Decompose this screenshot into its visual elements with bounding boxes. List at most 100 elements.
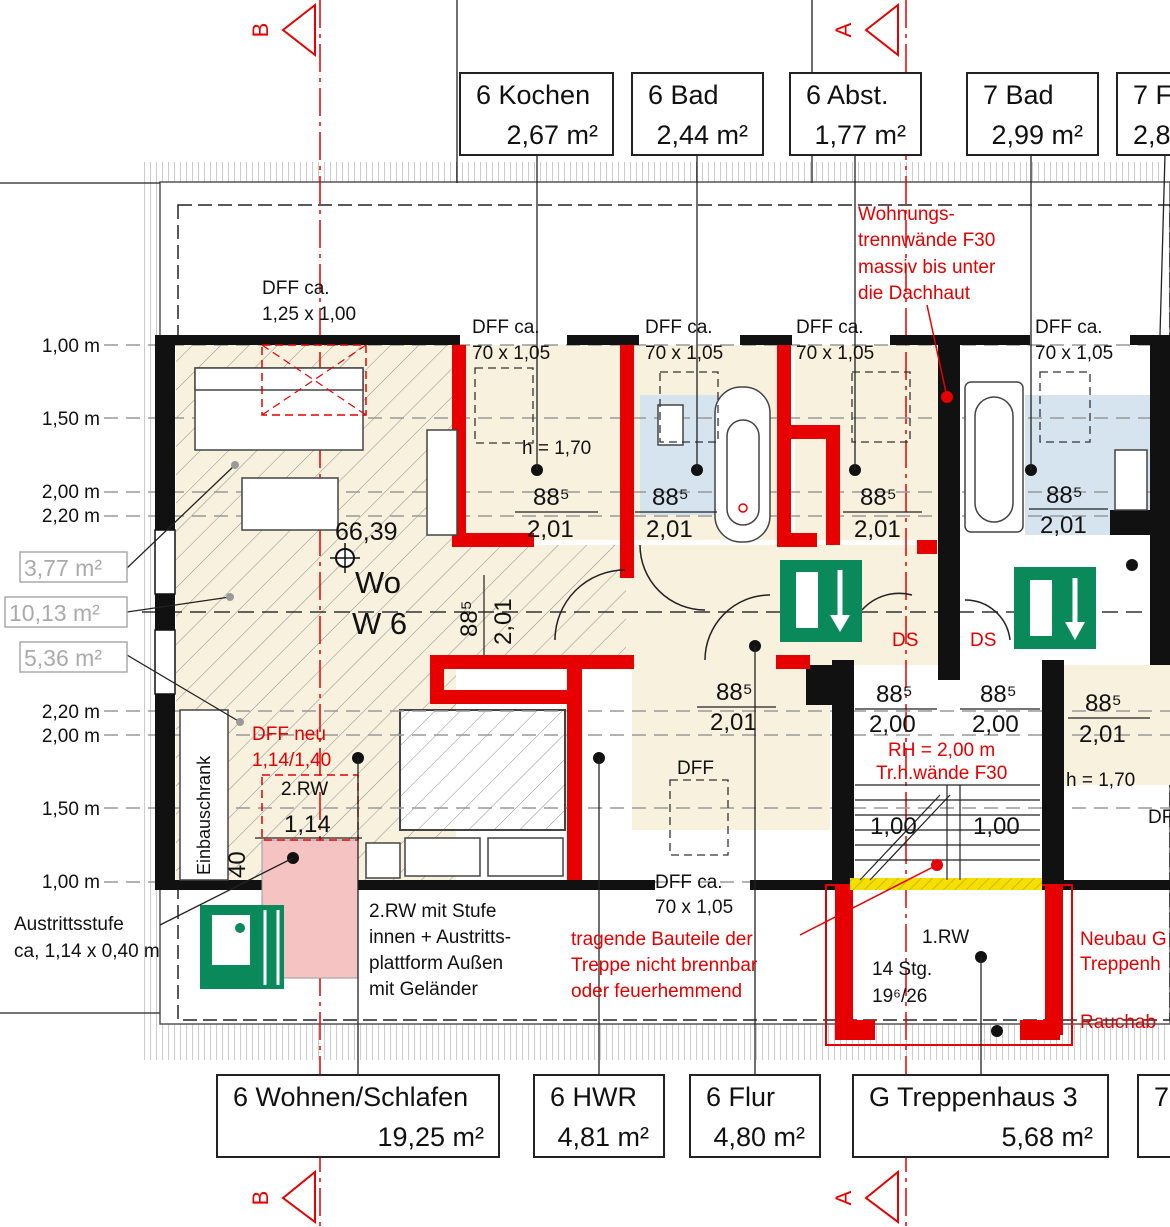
living-floor-right	[456, 545, 626, 655]
door-height: 2,01	[490, 598, 517, 645]
skylight-main-label: DFF ca.	[262, 278, 330, 299]
room-name: 6 Wohnen/Schlafen	[233, 1082, 468, 1112]
door-height: 2,01	[1040, 512, 1087, 539]
door-width: 88⁵	[1085, 690, 1122, 717]
wall-note-2: trennwände F30	[858, 230, 995, 251]
room-area: 4,81 m²	[557, 1122, 649, 1152]
room-name: 6 HWR	[550, 1082, 637, 1112]
escape-depth: 40	[224, 851, 251, 878]
apartment-label: Wo	[355, 565, 401, 600]
room-name: 6 Flur	[706, 1082, 775, 1112]
gray-area-box-2	[4, 596, 128, 628]
furniture	[179, 367, 1148, 881]
door-height: 2,01	[854, 516, 901, 543]
door-width: 88⁵	[652, 484, 689, 511]
room-label-flur: 6 Flur 4,80 m²	[689, 1074, 821, 1158]
section-label-b-bottom: B	[248, 1191, 273, 1206]
skylight-abst-outline	[851, 371, 911, 443]
level-label: 1,50 m	[42, 799, 100, 820]
dim-abst: 88⁵ 2,01	[843, 484, 922, 543]
section-marker-b-bottom	[281, 1169, 316, 1224]
stair-note-3: oder feuerhemmend	[571, 981, 742, 1002]
door-width: 88⁵	[456, 600, 483, 637]
door-width: 88⁵	[980, 681, 1017, 708]
door-swings	[554, 544, 1011, 661]
room-area: 19,25 m²	[377, 1122, 484, 1152]
room-name: 6 Bad	[648, 80, 719, 110]
height-note-kitchen: h = 1,70	[522, 438, 591, 459]
room-label-7f: 7 F 2,8	[1116, 72, 1170, 156]
height-note-right: h = 1,70	[1066, 770, 1135, 791]
drain-symbol	[738, 503, 748, 513]
stair-width-1: 1,00	[870, 813, 917, 840]
hwr-floor	[582, 670, 632, 880]
wall-gap-2	[154, 629, 176, 695]
rw2-note-2: innen + Austritts-	[369, 927, 511, 948]
dim-bath7: 88⁵ 2,01	[1029, 482, 1108, 539]
ds-label-1: DS	[892, 630, 918, 651]
room-area: 2,67 m²	[506, 120, 598, 150]
skylight-main-size: 1,25 x 1,00	[262, 304, 356, 325]
stair-steps: 14 Stg.	[872, 959, 932, 980]
wall-note-1: Wohnungs-	[858, 204, 955, 225]
rw2-note-4: mit Geländer	[369, 979, 478, 1000]
rh-note: RH = 2,00 m	[888, 740, 995, 761]
section-label-a-bottom: A	[831, 1190, 856, 1205]
room-label-wohnen: 6 Wohnen/Schlafen 19,25 m²	[216, 1074, 500, 1158]
room-label-hwr: 6 HWR 4,81 m²	[533, 1074, 665, 1158]
level-label: 1,50 m	[42, 409, 100, 430]
gray-area-1: 3,77 m²	[24, 555, 102, 581]
skylight-bath7-label: DFF ca.	[1035, 317, 1103, 338]
room-name: 7 F	[1133, 80, 1170, 110]
room-name: 6 Abst.	[806, 80, 889, 110]
room-area: 2,8	[1133, 120, 1170, 150]
room-area: 2,44 m²	[656, 120, 748, 150]
stair-rw1: 1.RW	[922, 927, 969, 948]
level-label: 2,20 m	[42, 506, 100, 527]
emergency-exit-sign	[200, 905, 284, 989]
smoke-note: Rauchab	[1080, 1012, 1156, 1033]
step-note-2: ca, 1,14 x 0,40 m	[14, 941, 160, 962]
height-marker	[330, 543, 360, 573]
level-label: 2,20 m	[42, 702, 100, 723]
skylight-main-x1	[261, 344, 367, 416]
door-width: 88⁵	[1046, 482, 1083, 509]
flur-floor	[630, 660, 830, 830]
stair-yellow-band	[850, 878, 1042, 890]
step-note-1: Austrittsstufe	[14, 914, 124, 935]
skylight-kitchen-label: DFF ca.	[472, 317, 540, 338]
exit-sign-1	[780, 560, 862, 642]
door-width: 88⁵	[876, 681, 913, 708]
section-marker-a-top	[864, 2, 899, 58]
dim-flur: 88⁵ 2,01	[697, 679, 776, 736]
skylight-bottom-size: 70 x 1,05	[655, 897, 733, 918]
gray-area-3: 5,36 m²	[24, 645, 102, 671]
skylight-right-label: DF	[1148, 807, 1170, 828]
door-height: 2,01	[646, 516, 693, 543]
skylight-flur-outline	[669, 779, 729, 856]
dim-bath: 88⁵ 2,01	[635, 484, 717, 543]
door-height: 2,01	[1079, 721, 1126, 748]
room-area: 2,99 m²	[991, 120, 1083, 150]
skylight-bath-outline	[659, 371, 719, 443]
dim-stair-right: 88⁵ 2,00	[960, 681, 1040, 738]
stair-width-2: 1,00	[973, 813, 1020, 840]
skylight-kitchen-size: 70 x 1,05	[472, 343, 550, 364]
section-marker-b-top	[281, 2, 316, 58]
skylight-bath-label: DFF ca.	[645, 317, 713, 338]
skylight-flur-label: DFF	[677, 758, 714, 779]
gray-area-box-3	[19, 641, 128, 673]
door-width: 88⁵	[716, 679, 753, 706]
level-label: 2,00 m	[42, 726, 100, 747]
dim-right7: 88⁵ 2,01	[1068, 690, 1150, 748]
apartment-number: W 6	[352, 606, 407, 641]
level-label: 2,00 m	[42, 482, 100, 503]
room-name: 7 Bad	[983, 80, 1054, 110]
door-height: 2,00	[972, 711, 1019, 738]
height-value: 66,39	[335, 518, 398, 546]
walls	[155, 335, 1170, 890]
exit-sign-2	[1014, 567, 1096, 649]
skylight-abst-label: DFF ca.	[796, 317, 864, 338]
skylight-abst-size: 70 x 1,05	[796, 343, 874, 364]
